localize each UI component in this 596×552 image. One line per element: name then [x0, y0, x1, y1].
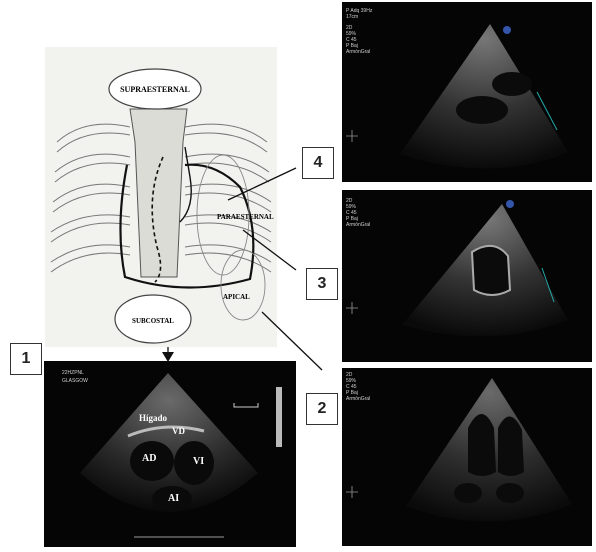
connector-line-2: [262, 312, 322, 370]
callout-4: 4: [302, 147, 334, 179]
callout-2: 2: [306, 393, 338, 425]
callout-3: 3: [306, 268, 338, 300]
connector-line-3: [243, 230, 296, 270]
down-arrow-icon: [162, 352, 174, 362]
connector-line-4: [228, 168, 296, 200]
callout-1: 1: [10, 343, 42, 375]
